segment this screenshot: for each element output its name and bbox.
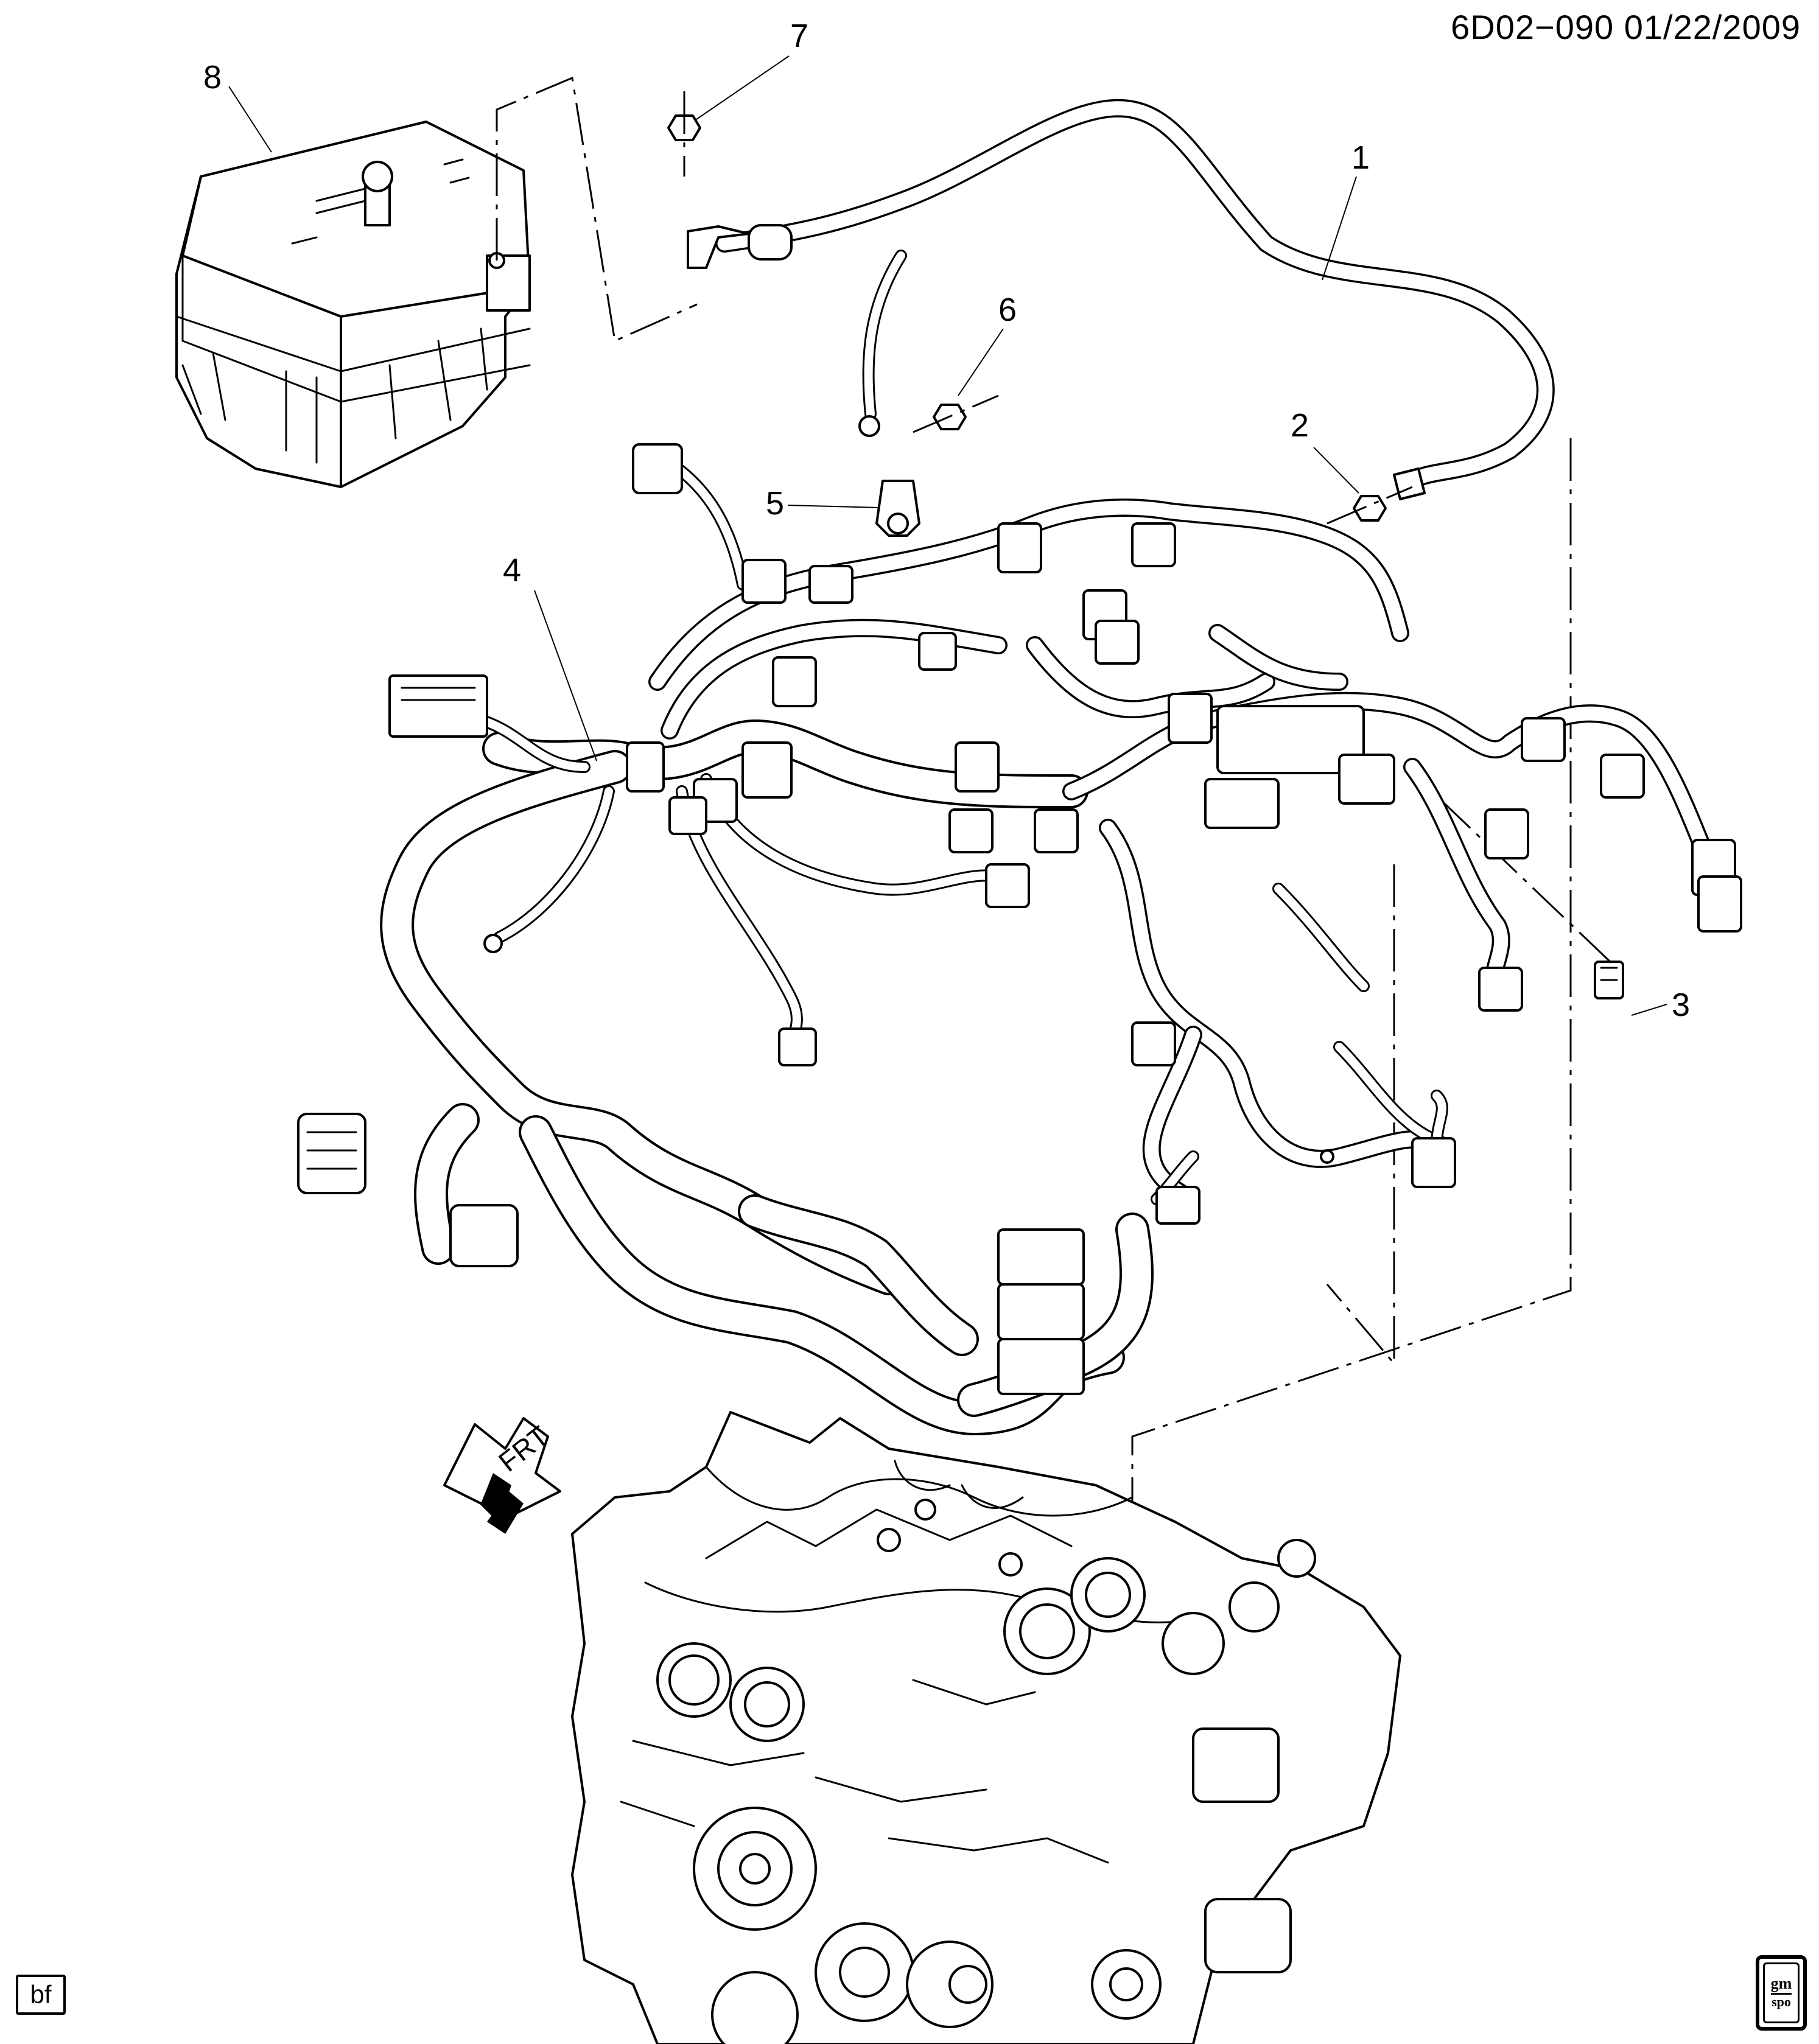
nut-2	[1327, 486, 1413, 525]
leader-8	[228, 86, 272, 153]
leader-line-bolt	[1326, 864, 1395, 1367]
leader-6	[958, 328, 1004, 396]
leader-5	[787, 505, 881, 508]
callout-8: 8	[203, 59, 222, 96]
front-arrow: FRT	[443, 1417, 561, 1534]
nut-7	[667, 91, 701, 177]
engine-harness	[297, 443, 1742, 1435]
logo-gm-text: gm	[1770, 1976, 1792, 1995]
bf-badge: bf	[16, 1975, 66, 2015]
leader-7	[696, 55, 790, 120]
ground-terminal-5	[875, 480, 920, 537]
leader-1	[1322, 176, 1357, 281]
callout-7: 7	[790, 18, 809, 54]
callout-5: 5	[766, 485, 785, 522]
leader-3	[1631, 1004, 1667, 1016]
logo-spo-text: spo	[1772, 1994, 1791, 2010]
callout-leaders	[228, 55, 1667, 1016]
leader-line-8	[496, 76, 698, 343]
callout-3: 3	[1672, 987, 1691, 1023]
leader-4	[534, 590, 597, 761]
battery-cable	[687, 99, 1555, 500]
callout-6: 6	[998, 292, 1017, 328]
callout-4: 4	[503, 552, 522, 589]
callout-1: 1	[1351, 139, 1370, 176]
engine-block	[571, 1411, 1401, 2044]
nut-6	[913, 394, 999, 433]
leader-2	[1313, 447, 1359, 494]
callout-2: 2	[1291, 407, 1309, 444]
fuse-block	[175, 121, 531, 488]
gm-spo-logo: gm spo	[1756, 1955, 1807, 2031]
diagram-code-date: 6D02−090 01/22/2009	[1451, 8, 1801, 46]
